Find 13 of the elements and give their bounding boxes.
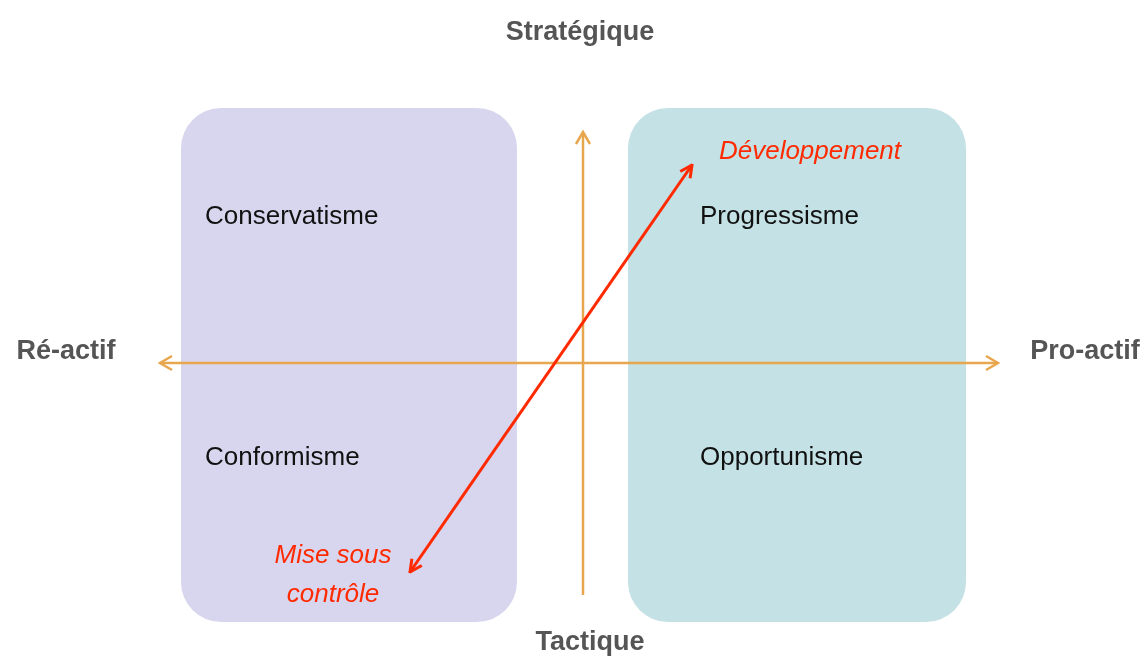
axis-label: Stratégique [505,16,655,47]
axis-label: Pro-actif [1030,335,1140,366]
double-arrow [408,163,694,574]
axis-label: Ré-actif [16,335,116,366]
quadrant-label: Conservatisme [205,200,379,231]
quadrant-panel [181,108,517,622]
quadrant-label: Conformisme [205,441,360,472]
quadrant-panel [628,108,966,622]
quadrant-label: Progressisme [700,200,859,231]
direction-label: Développement [717,134,903,167]
direction-label: Mise sous contrôle [273,538,393,610]
axis-label: Tactique [535,626,645,657]
quadrant-label: Opportunisme [700,441,864,472]
